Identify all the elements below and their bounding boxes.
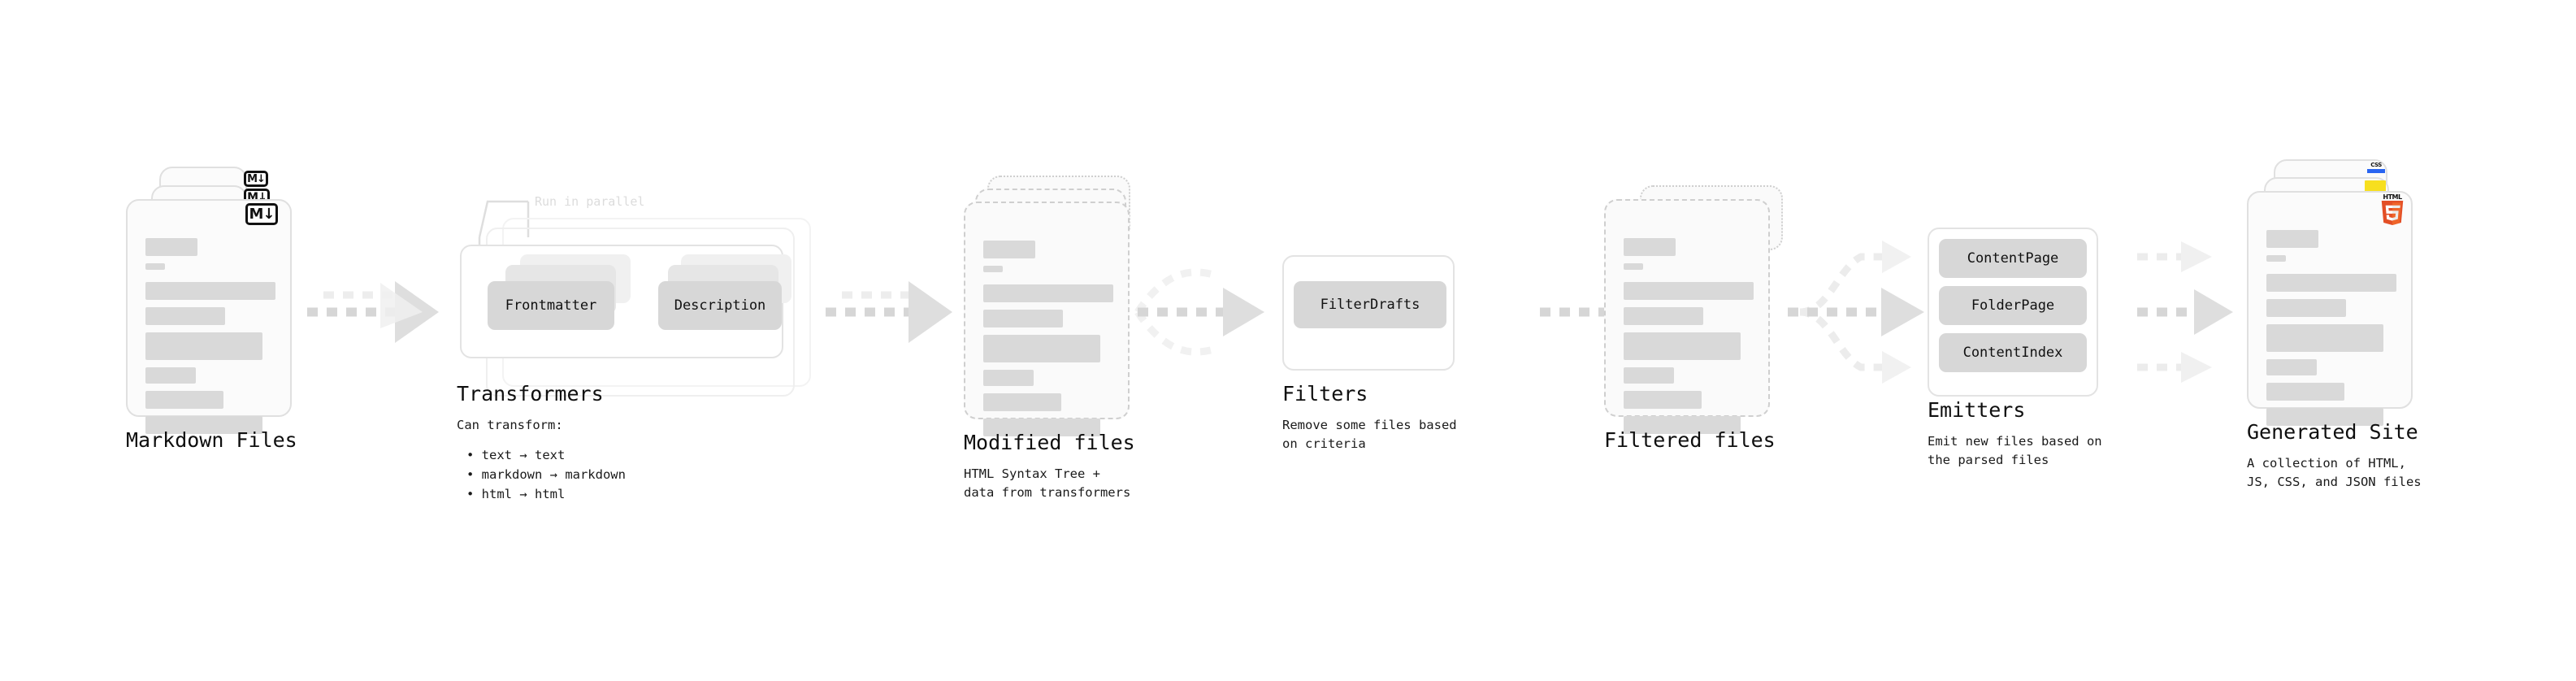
css-icon: CSS bbox=[2367, 163, 2385, 173]
description-pill[interactable]: Description bbox=[658, 281, 782, 330]
generated-card-front bbox=[2247, 191, 2413, 426]
markdown-icon-back-2: M↓ bbox=[244, 171, 268, 187]
markdown-skeleton bbox=[145, 238, 275, 441]
run-in-parallel-label: Run in parallel bbox=[535, 194, 645, 209]
arrow-markdown-to-transformers bbox=[307, 281, 439, 343]
transform-item-0: • text → text bbox=[466, 448, 566, 462]
frontmatter-pill[interactable]: Frontmatter bbox=[488, 281, 614, 330]
filters-subtitle: Remove some files based on criteria bbox=[1282, 418, 1457, 451]
generated-site-title: Generated Site bbox=[2247, 420, 2418, 444]
transform-item-1: • markdown → markdown bbox=[466, 467, 626, 482]
transformers-caption: Transformers Can transform: • text → tex… bbox=[457, 382, 626, 504]
markdown-files-title: Markdown Files bbox=[126, 428, 297, 452]
filtered-files-title: Filtered files bbox=[1604, 428, 1776, 452]
markdown-files-caption: Markdown Files bbox=[126, 428, 297, 452]
markdown-card-front bbox=[126, 199, 292, 434]
css-label: CSS bbox=[2370, 162, 2382, 168]
contentpage-pill[interactable]: ContentPage bbox=[1939, 239, 2087, 278]
html5-shield bbox=[2381, 201, 2404, 226]
modified-skeleton bbox=[983, 241, 1113, 444]
markdown-icon: M↓ bbox=[245, 203, 278, 225]
filtered-skeleton bbox=[1624, 238, 1754, 441]
arrow-emitters-to-site bbox=[2137, 241, 2233, 383]
modified-files-subtitle: HTML Syntax Tree + data from transformer… bbox=[964, 466, 1131, 500]
filtered-files-caption: Filtered files bbox=[1604, 428, 1776, 452]
emitters-subtitle: Emit new files based on the parsed files bbox=[1928, 434, 2102, 467]
arrow-transformers-to-modified bbox=[826, 281, 952, 343]
filtered-card-front bbox=[1604, 199, 1770, 434]
generated-skeleton bbox=[2266, 230, 2396, 433]
generated-site-subtitle: A collection of HTML, JS, CSS, and JSON … bbox=[2247, 456, 2422, 489]
modified-files-title: Modified files bbox=[964, 431, 1135, 454]
contentindex-pill[interactable]: ContentIndex bbox=[1939, 333, 2087, 372]
filters-caption: Filters Remove some files based on crite… bbox=[1282, 382, 1457, 453]
arrow-modified-to-filters bbox=[1134, 268, 1264, 356]
html5-label: HTML bbox=[2383, 193, 2402, 201]
transform-item-2: • html → html bbox=[466, 487, 566, 501]
html5-icon: HTML bbox=[2380, 193, 2405, 232]
arrow-filtered-to-emitters bbox=[1788, 241, 1924, 384]
emitters-title: Emitters bbox=[1928, 398, 2026, 422]
emitters-caption: Emitters Emit new files based on the par… bbox=[1928, 398, 2102, 470]
transformers-list: • text → text • markdown → markdown • ht… bbox=[457, 445, 626, 504]
css-bar bbox=[2367, 169, 2385, 173]
modified-card-front bbox=[964, 202, 1130, 436]
generated-site-caption: Generated Site A collection of HTML, JS,… bbox=[2247, 420, 2422, 492]
filterdrafts-pill[interactable]: FilterDrafts bbox=[1294, 281, 1446, 328]
folderpage-pill[interactable]: FolderPage bbox=[1939, 286, 2087, 325]
transformers-subtitle: Can transform: bbox=[457, 418, 563, 432]
modified-files-caption: Modified files HTML Syntax Tree + data f… bbox=[964, 431, 1135, 502]
transformers-title: Transformers bbox=[457, 382, 604, 406]
filters-title: Filters bbox=[1282, 382, 1368, 406]
